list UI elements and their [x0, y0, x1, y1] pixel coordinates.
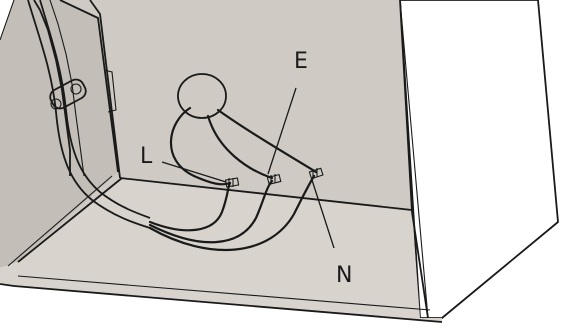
neutral-leader	[311, 179, 335, 249]
floor-front-edge-2	[17, 275, 431, 311]
right-panel-inner-edge	[399, 0, 429, 319]
left-pillar-edge	[33, 0, 41, 11]
earth-label: E	[294, 49, 308, 74]
left-pillar-outline-2	[49, 0, 85, 177]
back-right-edge	[399, 0, 413, 213]
front-right-edge	[411, 211, 429, 319]
live-wire	[148, 181, 232, 232]
floor-front-edge	[13, 285, 443, 323]
main-cable-outer	[39, 0, 151, 219]
left-pillar-outline	[39, 9, 71, 176]
hole-wire-a	[169, 106, 232, 186]
floor-left-edge	[17, 177, 123, 263]
left-flange-step	[103, 69, 117, 113]
cable-entry-hole	[177, 73, 227, 119]
left-flange-edge	[59, 0, 119, 173]
live-terminal	[224, 177, 240, 188]
earth-wire	[148, 179, 274, 244]
right-side-panel	[399, 0, 559, 319]
left-outer-edge	[0, 0, 15, 41]
earth-leader	[267, 87, 297, 175]
neutral-label: N	[336, 263, 352, 288]
left-flange-edge-inner	[89, 0, 121, 179]
live-label: L	[140, 144, 153, 169]
neutral-terminal	[308, 167, 324, 180]
outer-front-edge	[0, 283, 15, 287]
hole-wire-b	[206, 114, 274, 180]
main-cable-inner	[27, 0, 151, 229]
hole-wire-c	[216, 108, 318, 174]
floor-left-edge-2	[7, 175, 113, 267]
live-leader	[161, 161, 227, 183]
earth-terminal	[266, 173, 282, 185]
neutral-wire	[148, 174, 316, 252]
